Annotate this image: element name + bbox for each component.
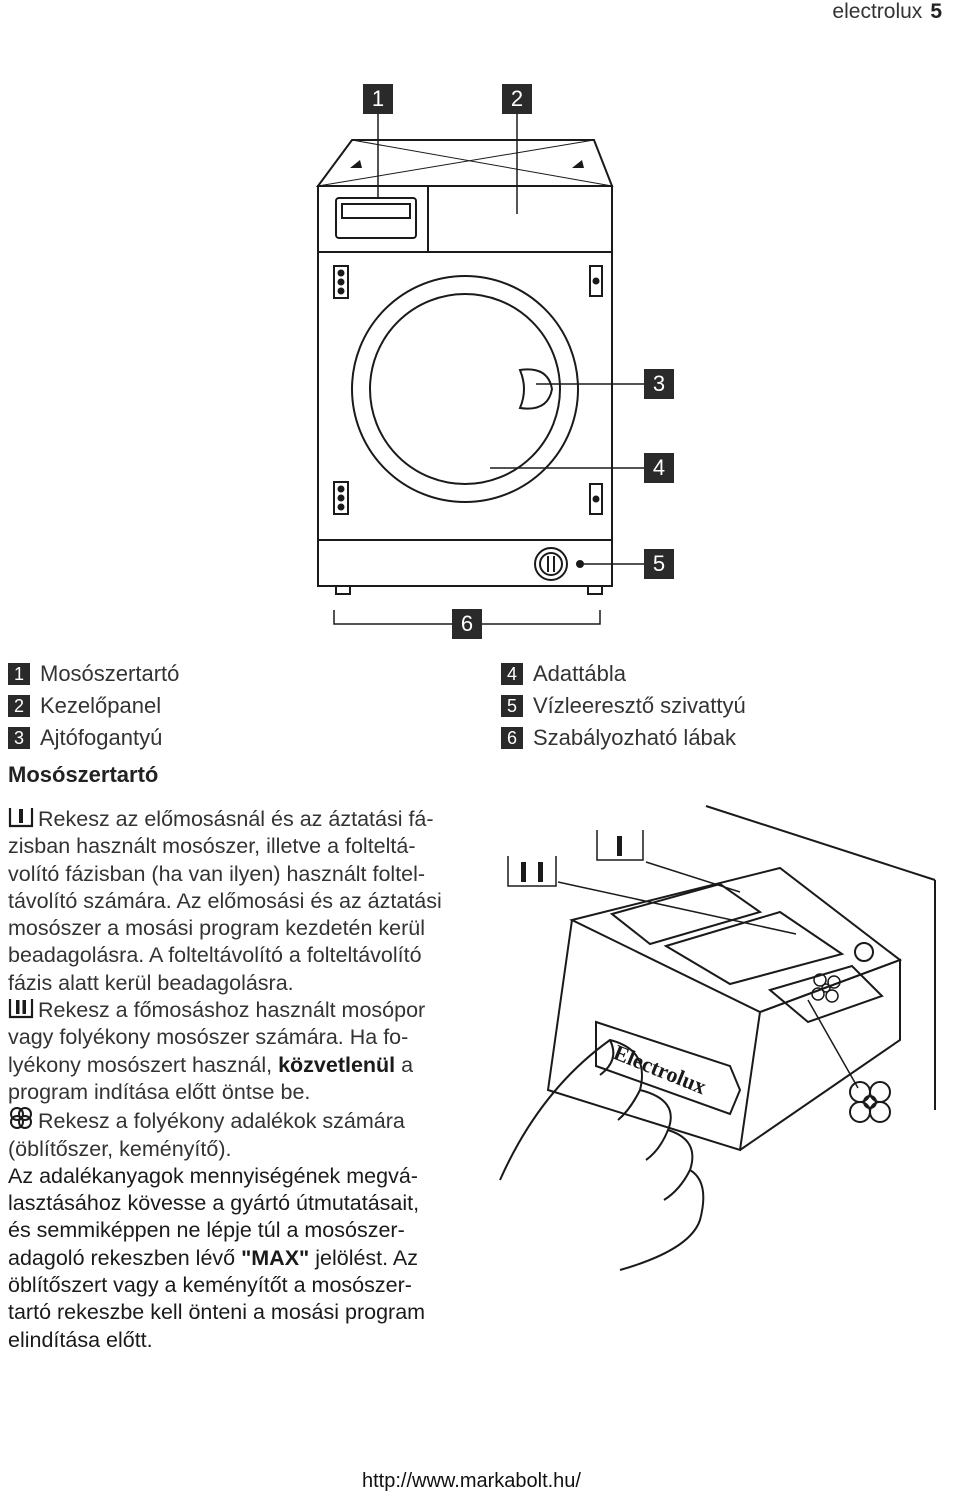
text-line: tartó rekeszbe kell önteni a mosási prog… [8, 1300, 426, 1325]
legend-item: 3 Ajtófogantyú [8, 722, 179, 754]
legend-num: 6 [501, 727, 523, 749]
text-line: távolító számára. Az előmosási és az ázt… [8, 888, 442, 913]
text-line: (öblítőszer, keményítő). [8, 1136, 232, 1161]
legend-label: Szabályozható lábak [533, 725, 737, 750]
legend-label: Vízleeresztő szivattyú [533, 693, 746, 718]
fabric-softener-icon [849, 1081, 891, 1123]
prewash-compartment-icon [8, 808, 34, 828]
legend-label: Ajtófogantyú [40, 725, 163, 750]
text-line: Rekesz a főmosáshoz használt mosópor [38, 998, 426, 1023]
washing-machine-illustration [316, 114, 644, 625]
legend-label: Adattábla [533, 661, 626, 686]
page-number: 5 [930, 0, 942, 23]
max-marking-text: "MAX" [241, 1245, 310, 1270]
text-line: Az adalékanyagok mennyiségének megvá- [8, 1163, 418, 1188]
text-line: elindítása előtt. [8, 1327, 153, 1352]
text-line: Rekesz a folyékony adalékok számára [38, 1109, 405, 1134]
legend-item: 5 Vízleeresztő szivattyú [501, 690, 746, 722]
emphasis-text: közvetlenül [278, 1052, 396, 1077]
legend-right: 4 Adattábla 5 Vízleeresztő szivattyú 6 Szab… [501, 658, 746, 754]
paragraph-prewash: Rekesz az előmosásnál és az áztatási fá-… [8, 806, 478, 997]
drawer-label-glyphs [521, 836, 622, 882]
section-body: Rekesz az előmosásnál és az áztatási fá-… [8, 806, 478, 1354]
legend-num: 4 [501, 663, 523, 685]
legend-num: 2 [8, 695, 30, 717]
callout-1: 1 [363, 84, 393, 114]
brand-name: electrolux [832, 0, 923, 23]
text-line: beadagolásra. A folteltávolító a foltelt… [8, 943, 422, 968]
legend-num: 3 [8, 727, 30, 749]
legend-item: 6 Szabályozható lábak [501, 722, 746, 754]
section-title: Mosószertartó [8, 762, 159, 787]
text-line: Rekesz az előmosásnál és az áztatási fá- [38, 807, 434, 831]
text-line: öblítőszert vagy a keményítőt a mosószer… [8, 1273, 412, 1298]
callout-2: 2 [502, 84, 532, 114]
softener-flower-icon [811, 973, 841, 1003]
legend-item: 1 Mosószertartó [8, 658, 179, 690]
callout-4: 4 [644, 453, 674, 483]
text-line: lyékony mosószert használ, [8, 1052, 279, 1077]
text-line: program indítása előtt öntse be. [8, 1079, 311, 1104]
text-line: adagoló rekeszben lévő [8, 1245, 242, 1270]
legend-num: 5 [501, 695, 523, 717]
page-header: electrolux 5 [832, 0, 942, 24]
mainwash-compartment-icon [8, 999, 34, 1019]
paragraph-mainwash: Rekesz a főmosáshoz használt mosópor vag… [8, 997, 478, 1106]
text-line: vagy folyékony mosószer számára. Ha fo- [8, 1025, 409, 1050]
callout-6: 6 [452, 609, 482, 639]
text-line: lasztásához kövesse a gyártó útmutatásai… [8, 1191, 420, 1216]
detergent-drawer-illustration [499, 805, 936, 1271]
callout-3: 3 [644, 369, 674, 399]
text-line: jelölést. Az [309, 1245, 418, 1270]
paragraph-additives: Rekesz a folyékony adalékok számára (öbl… [8, 1106, 478, 1163]
text-line: volító fázisban (ha van ilyen) használt … [8, 861, 426, 886]
legend-left: 1 Mosószertartó 2 Kezelőpanel 3 Ajtófoganty… [8, 658, 179, 754]
callout-5: 5 [644, 549, 674, 579]
text-line: zisban használt mosószer, illetve a folt… [8, 834, 416, 859]
text-line: a [395, 1052, 414, 1077]
legend-item: 2 Kezelőpanel [8, 690, 179, 722]
paragraph-dosage: Az adalékanyagok mennyiségének megvá- la… [8, 1163, 478, 1354]
softener-compartment-icon [10, 1107, 32, 1130]
text-line: és semmiképpen ne lépje túl a mosószer- [8, 1218, 405, 1243]
text-line: fázis alatt kerül beadagolásra. [8, 970, 294, 995]
text-line: mosószer a mosási program kezdetén kerül [8, 916, 426, 941]
legend-item: 4 Adattábla [501, 658, 746, 690]
hinge-dots [337, 160, 600, 568]
legend-num: 1 [8, 663, 30, 685]
legend-label: Mosószertartó [40, 661, 180, 686]
drawer-brand-text: Electrolux [610, 1039, 710, 1099]
legend-label: Kezelőpanel [40, 693, 162, 718]
footer-url: http://www.markabolt.hu/ [362, 1470, 581, 1492]
